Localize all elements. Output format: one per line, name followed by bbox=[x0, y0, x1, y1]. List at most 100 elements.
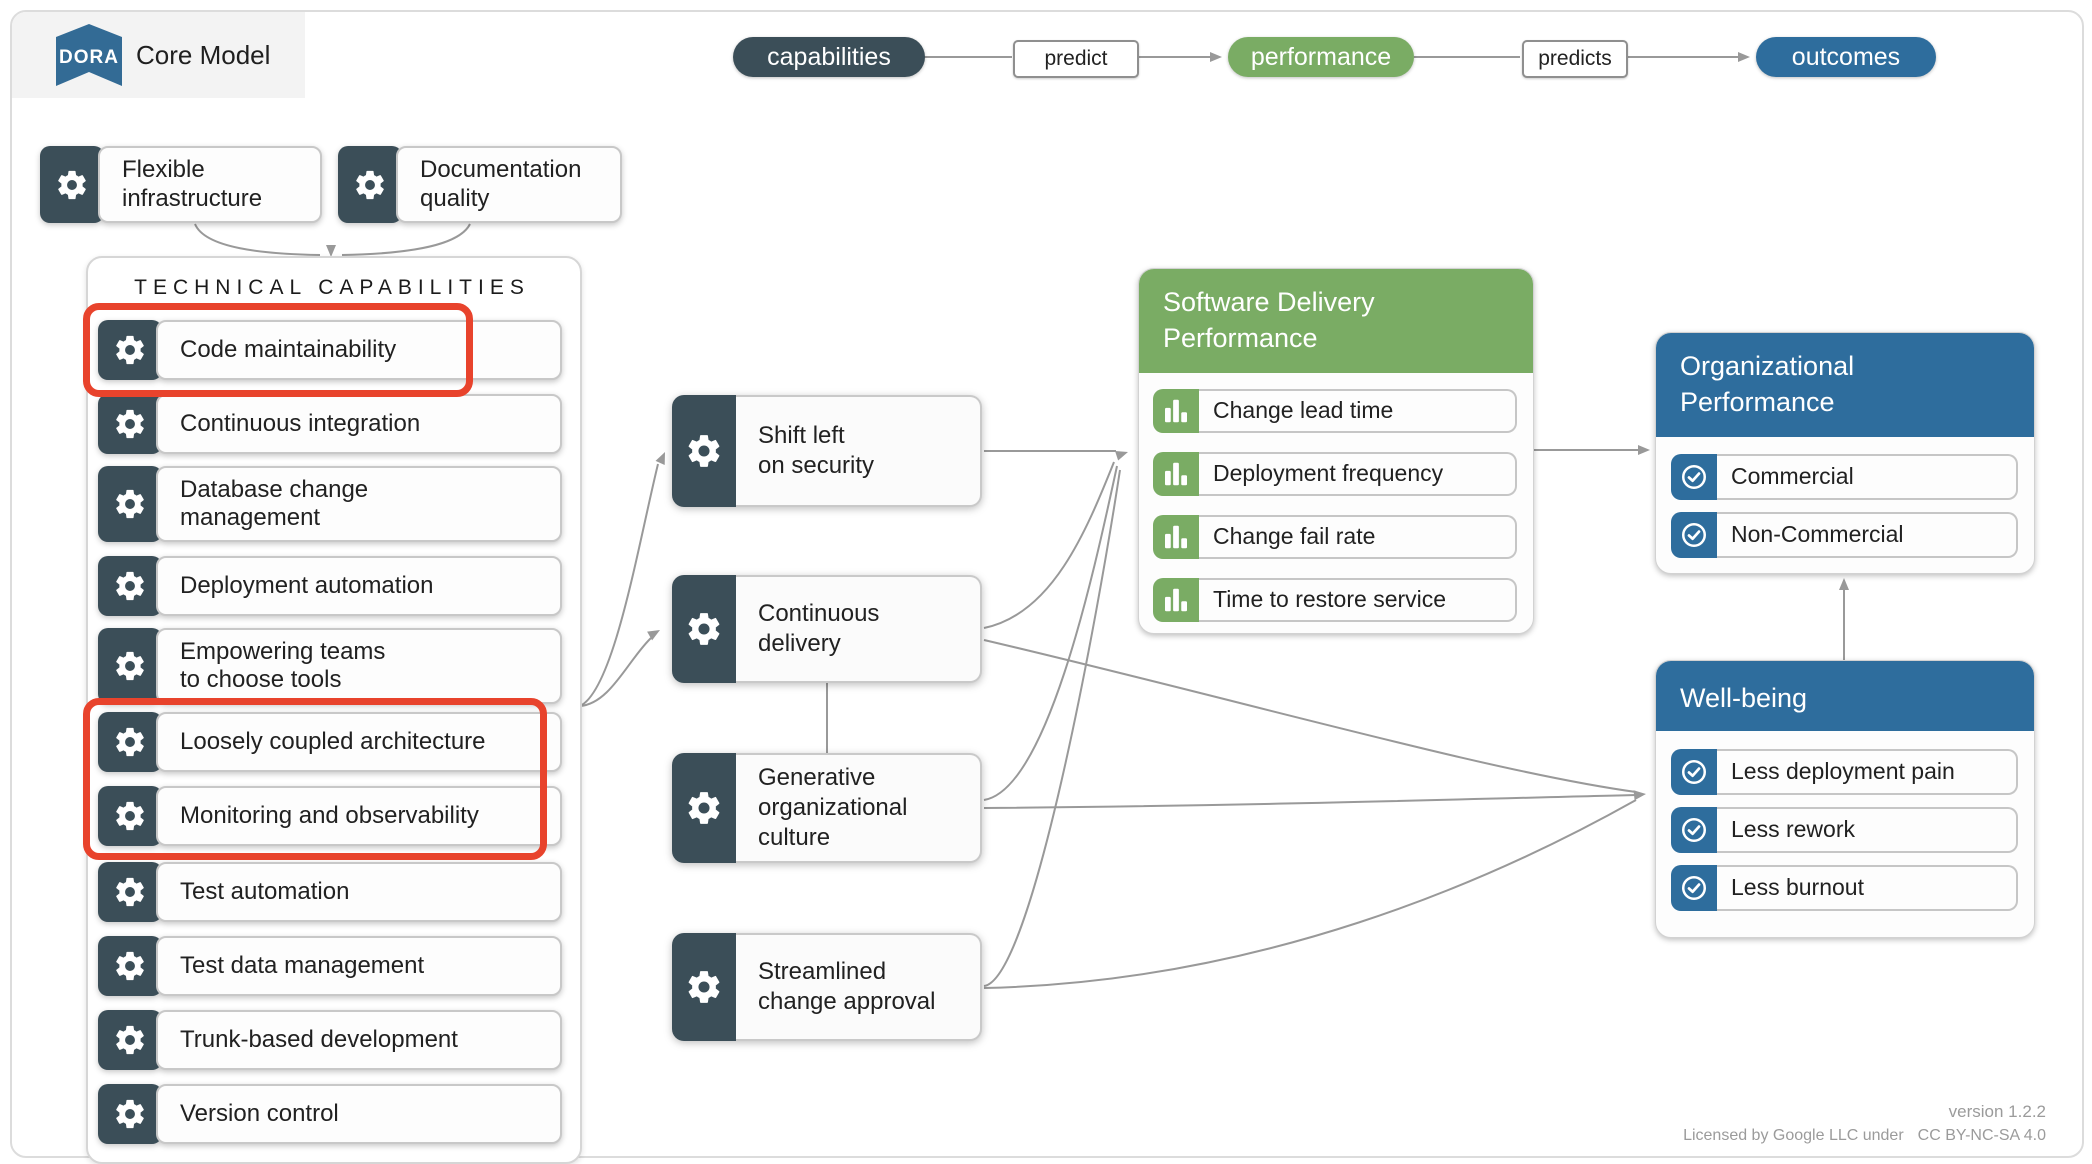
check-circle-icon bbox=[1679, 757, 1709, 787]
flow-predict-label: predict bbox=[1013, 40, 1139, 78]
dora-logo-shield-icon bbox=[56, 24, 122, 86]
version-label: version 1.2.2 bbox=[1948, 1102, 2046, 1121]
capability-label: Database change management bbox=[156, 466, 562, 542]
capability-label: Code maintainability bbox=[156, 320, 562, 380]
flow-capabilities-pill: capabilities bbox=[733, 37, 925, 77]
metric-label: Deployment frequency bbox=[1199, 451, 1517, 496]
outcome-non-commercial: Non-Commercial bbox=[1671, 511, 2018, 558]
check-circle-icon bbox=[1679, 873, 1709, 903]
metric-time-to-restore-service: Time to restore service bbox=[1153, 577, 1517, 622]
metric-change-lead-time: Change lead time bbox=[1153, 388, 1517, 433]
capability-test-data-management: Test data management bbox=[98, 936, 562, 996]
capability-continuous-integration: Continuous integration bbox=[98, 394, 562, 454]
capability-label: Streamlined change approval bbox=[736, 933, 982, 1041]
gear-icon bbox=[685, 968, 723, 1006]
capability-database-change-management: Database change management bbox=[98, 466, 562, 542]
gear-icon bbox=[113, 1023, 147, 1057]
outcome-less-deployment-pain: Less deployment pain bbox=[1671, 748, 2018, 795]
gear-icon bbox=[113, 799, 147, 833]
capability-code-maintainability: Code maintainability bbox=[98, 320, 562, 380]
capability-flexible-infrastructure: Flexible infrastructure bbox=[40, 146, 322, 223]
capability-label: Continuous integration bbox=[156, 394, 562, 454]
software-delivery-performance-title: Software Delivery Performance bbox=[1139, 269, 1533, 373]
metric-label: Change lead time bbox=[1199, 388, 1517, 433]
capability-trunk-based-development: Trunk-based development bbox=[98, 1010, 562, 1070]
capability-label: Test automation bbox=[156, 862, 562, 922]
outcome-label: Less burnout bbox=[1717, 864, 2018, 911]
capability-loosely-coupled-architecture: Loosely coupled architecture bbox=[98, 712, 562, 772]
metric-change-fail-rate: Change fail rate bbox=[1153, 514, 1517, 559]
gear-icon bbox=[113, 875, 147, 909]
capability-streamlined-change-approval: Streamlined change approval bbox=[672, 933, 982, 1041]
gear-icon bbox=[685, 789, 723, 827]
bar-chart-icon bbox=[1161, 585, 1191, 615]
gear-icon bbox=[55, 168, 89, 202]
license-text: Licensed by Google LLC under bbox=[1683, 1127, 1904, 1144]
gear-icon bbox=[113, 333, 147, 367]
organizational-performance-title: Organizational Performance bbox=[1656, 333, 2034, 437]
flow-performance-pill: performance bbox=[1228, 37, 1414, 77]
diagram-frame-border bbox=[10, 10, 2084, 1158]
capability-test-automation: Test automation bbox=[98, 862, 562, 922]
license-name: CC BY-NC-SA 4.0 bbox=[1917, 1127, 2046, 1144]
outcome-commercial: Commercial bbox=[1671, 453, 2018, 500]
capability-generative-organizational-culture: Generative organizational culture bbox=[672, 753, 982, 863]
license-label: Licensed by Google LLC under CC BY-NC-SA … bbox=[1683, 1127, 2046, 1145]
check-circle-icon bbox=[1679, 520, 1709, 550]
organizational-performance-panel: Organizational Performance Commercial No… bbox=[1655, 332, 2035, 574]
gear-icon bbox=[685, 610, 723, 648]
outcome-label: Less deployment pain bbox=[1717, 748, 2018, 795]
dora-logo-text: DORA bbox=[59, 47, 119, 68]
flow-predicts-label: predicts bbox=[1522, 40, 1628, 78]
outcome-less-rework: Less rework bbox=[1671, 806, 2018, 853]
capability-label: Shift left on security bbox=[736, 395, 982, 507]
flow-outcomes-pill: outcomes bbox=[1756, 37, 1936, 77]
capability-label: Generative organizational culture bbox=[736, 753, 982, 863]
header: DORA Core Model bbox=[12, 12, 305, 98]
metric-label: Time to restore service bbox=[1199, 577, 1517, 622]
capability-label: Loosely coupled architecture bbox=[156, 712, 562, 772]
well-being-panel: Well-being Less deployment pain Less rew… bbox=[1655, 660, 2035, 938]
capability-label: Continuous delivery bbox=[736, 575, 982, 683]
gear-icon bbox=[353, 168, 387, 202]
capability-label: Flexible infrastructure bbox=[98, 146, 322, 223]
check-circle-icon bbox=[1679, 462, 1709, 492]
capability-label: Deployment automation bbox=[156, 556, 562, 616]
metric-deployment-frequency: Deployment frequency bbox=[1153, 451, 1517, 496]
well-being-title: Well-being bbox=[1656, 661, 2034, 731]
outcome-less-burnout: Less burnout bbox=[1671, 864, 2018, 911]
gear-icon bbox=[113, 649, 147, 683]
capability-shift-left-on-security: Shift left on security bbox=[672, 395, 982, 507]
gear-icon bbox=[113, 407, 147, 441]
bar-chart-icon bbox=[1161, 396, 1191, 426]
technical-capabilities-title: TECHNICAL CAPABILITIES bbox=[134, 276, 530, 299]
capability-continuous-delivery: Continuous delivery bbox=[672, 575, 982, 683]
bar-chart-icon bbox=[1161, 459, 1191, 489]
capability-monitoring-observability: Monitoring and observability bbox=[98, 786, 562, 846]
capability-label: Test data management bbox=[156, 936, 562, 996]
capability-label: Documentation quality bbox=[396, 146, 622, 223]
outcome-label: Non-Commercial bbox=[1717, 511, 2018, 558]
capability-deployment-automation: Deployment automation bbox=[98, 556, 562, 616]
gear-icon bbox=[113, 1097, 147, 1131]
dora-logo: DORA bbox=[56, 24, 122, 86]
capability-empowering-teams: Empowering teams to choose tools bbox=[98, 628, 562, 704]
software-delivery-performance-panel: Software Delivery Performance Change lea… bbox=[1138, 268, 1534, 634]
capability-label: Version control bbox=[156, 1084, 562, 1144]
check-circle-icon bbox=[1679, 815, 1709, 845]
capability-documentation-quality: Documentation quality bbox=[338, 146, 622, 223]
capability-label: Monitoring and observability bbox=[156, 786, 562, 846]
outcome-label: Commercial bbox=[1717, 453, 2018, 500]
gear-icon bbox=[685, 432, 723, 470]
capability-label: Trunk-based development bbox=[156, 1010, 562, 1070]
capability-version-control: Version control bbox=[98, 1084, 562, 1144]
gear-icon bbox=[113, 949, 147, 983]
metric-label: Change fail rate bbox=[1199, 514, 1517, 559]
outcome-label: Less rework bbox=[1717, 806, 2018, 853]
gear-icon bbox=[113, 725, 147, 759]
bar-chart-icon bbox=[1161, 522, 1191, 552]
page-title: Core Model bbox=[136, 39, 271, 70]
capability-label: Empowering teams to choose tools bbox=[156, 628, 562, 704]
